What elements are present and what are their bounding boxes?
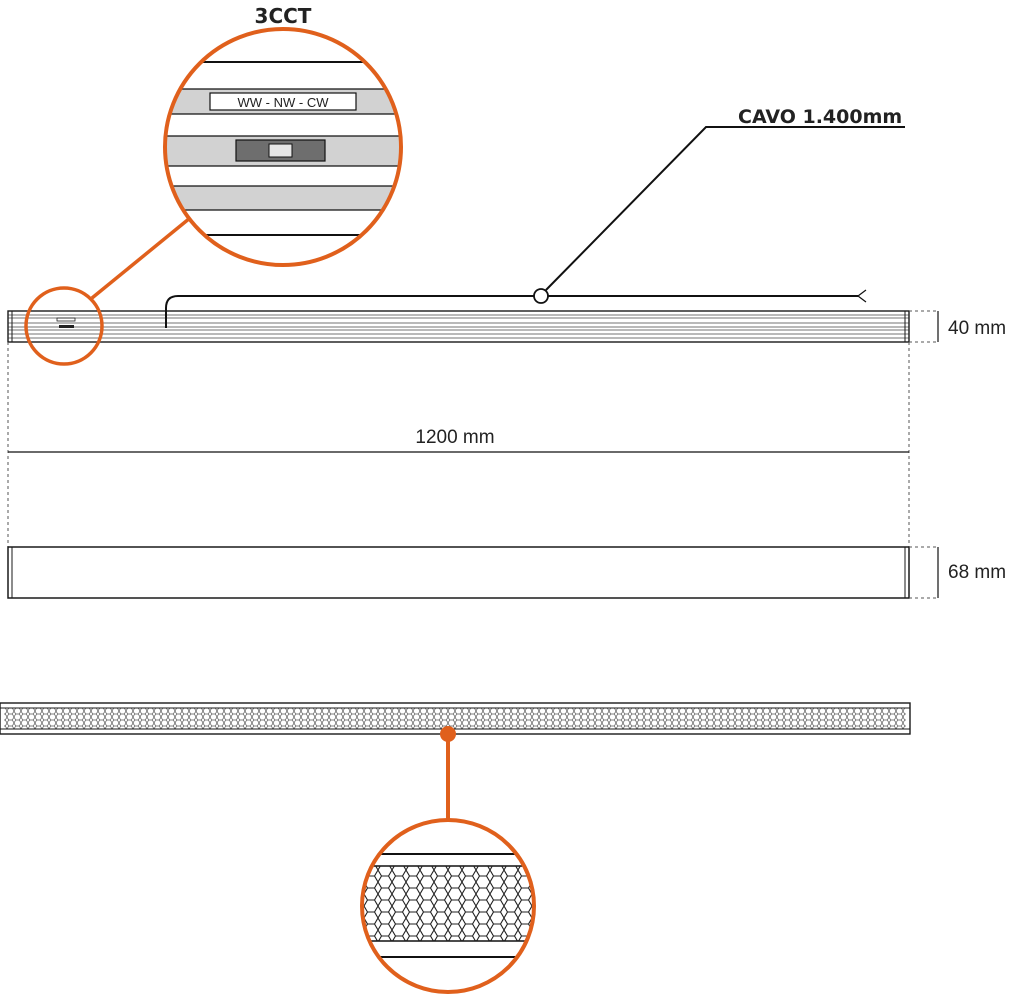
height-side-dimension: 68 mm [909, 546, 1006, 599]
side-view-body [7, 546, 910, 599]
cct-selector-plate [209, 92, 357, 111]
length-label: 1200 mm [415, 427, 494, 448]
callout-3cct-source-ring [24, 286, 104, 366]
top-view [7, 310, 910, 343]
callout-honeycomb [360, 726, 536, 994]
mini-selector-label [56, 317, 76, 322]
height-side-label: 68 mm [948, 562, 1006, 583]
height-top-label: 40 mm [948, 318, 1006, 339]
callout-honeycomb-ring [360, 818, 536, 994]
bottom-view [0, 702, 911, 735]
cable-leader-line [545, 126, 905, 291]
cable-marker [533, 288, 549, 304]
top-view-endcap-right [904, 310, 910, 343]
mini-selector-switch [59, 325, 74, 328]
cable-callout: CAVO 1.400mm [533, 106, 905, 304]
callout-3cct-zoom: WW - NW - CW [165, 29, 401, 265]
callout-3cct-title: 3CCT [255, 4, 312, 28]
callout-3cct: 3CCT WW - NW - CW [24, 4, 403, 366]
callout-3cct-ring [163, 27, 403, 267]
power-cable [165, 289, 867, 328]
top-view-ribs [8, 314, 909, 339]
cct-slide-knob [268, 143, 293, 158]
height-top-dimension: 40 mm [909, 310, 1006, 343]
length-dimension: 1200 mm [7, 342, 910, 598]
callout-3cct-connector [90, 216, 192, 300]
top-view-endcap-left [7, 310, 13, 343]
top-view-body [7, 310, 910, 343]
bottom-view-honeycomb [4, 708, 906, 729]
side-view [7, 546, 910, 599]
callout-honeycomb-zoom [362, 820, 534, 992]
cable-label: CAVO 1.400mm [738, 106, 902, 128]
cct-selector-text: WW - NW - CW [238, 95, 330, 110]
